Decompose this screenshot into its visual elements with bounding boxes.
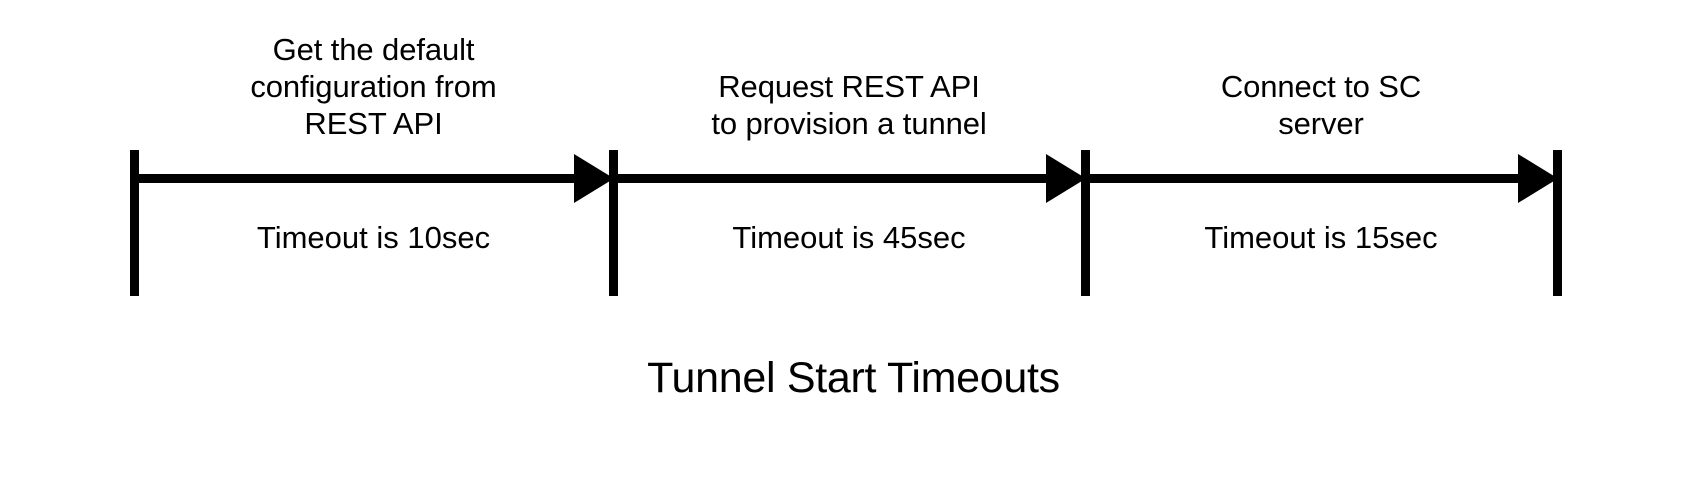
segment-3-arrow-shaft	[1085, 174, 1520, 183]
diagram-title: Tunnel Start Timeouts	[647, 354, 1060, 402]
segment-1-arrow-shaft	[134, 174, 576, 183]
segment-1-timeout-label: Timeout is 10sec	[256, 220, 491, 255]
timeline-tick-2	[1081, 150, 1090, 296]
segment-2-step-label: Request REST API to provision a tunnel	[711, 69, 987, 141]
segment-3-arrow-head	[1518, 154, 1558, 203]
segment-1-step-label: Get the default configuration from REST …	[250, 32, 497, 141]
segment-1-arrow-head	[574, 154, 614, 203]
timeline-tick-start	[130, 150, 139, 296]
segment-3-timeout-label: Timeout is 15sec	[1204, 220, 1438, 255]
timeline-tick-end	[1553, 150, 1562, 296]
timeline-tick-1	[609, 150, 618, 296]
segment-2-timeout-label: Timeout is 45sec	[732, 220, 966, 255]
segment-3-step-label: Connect to SC server	[1220, 69, 1422, 141]
segment-2-arrow-shaft	[613, 174, 1048, 183]
segment-2-arrow-head	[1046, 154, 1086, 203]
